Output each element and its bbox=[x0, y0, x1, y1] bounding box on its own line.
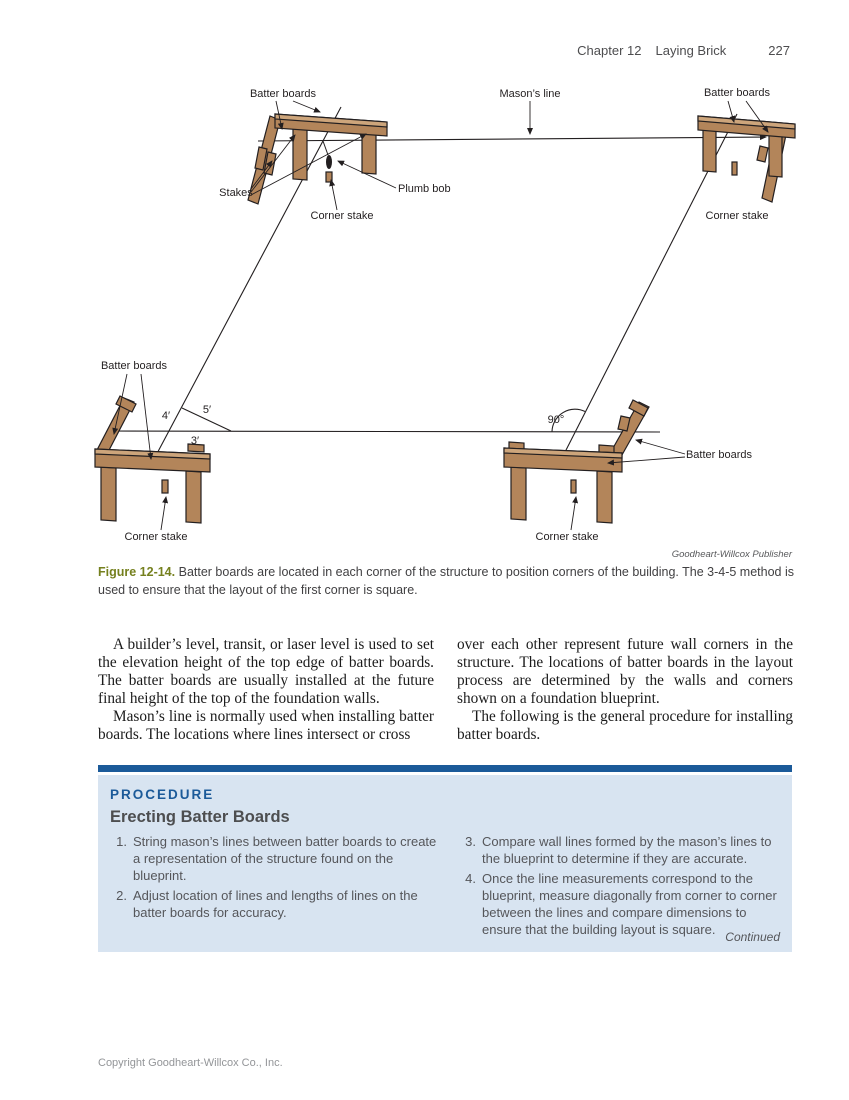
procedure-steps-column-right: 3. Compare wall lines formed by the maso… bbox=[459, 833, 786, 941]
label-stakes: Stakes bbox=[219, 187, 253, 199]
corner-stake-bottom-right bbox=[570, 479, 577, 494]
procedure-steps: 1. String mason’s lines between batter b… bbox=[110, 833, 786, 941]
page-number: 227 bbox=[768, 43, 790, 58]
corner-stake-top-left bbox=[325, 171, 333, 183]
procedure-step: 1. String mason’s lines between batter b… bbox=[110, 833, 437, 884]
label-corner-stake-bottom-left: Corner stake bbox=[125, 531, 188, 543]
label-corner-stake-top-right: Corner stake bbox=[706, 210, 769, 222]
figure-credit: Goodheart-Willcox Publisher bbox=[671, 549, 792, 560]
continued-note: Continued bbox=[725, 930, 780, 944]
figure-12-14-diagram: Batter boards Mason’s line Batter boards… bbox=[94, 87, 796, 543]
batter-board-structure-top-right bbox=[697, 115, 796, 203]
chapter-title: Laying Brick bbox=[655, 43, 727, 58]
step-text: Compare wall lines formed by the mason’s… bbox=[482, 834, 772, 866]
batter-board-structure-bottom-right bbox=[503, 399, 650, 524]
batter-board-structure-top-left bbox=[247, 113, 388, 205]
procedure-steps-column-left: 1. String mason’s lines between batter b… bbox=[110, 833, 437, 941]
leg-stake bbox=[702, 128, 717, 173]
step-text: Once the line measurements correspond to… bbox=[482, 871, 777, 937]
label-batter-boards-top-left: Batter boards bbox=[250, 88, 317, 100]
corner-stake-bottom-left bbox=[161, 479, 169, 494]
leg-stake bbox=[596, 470, 613, 524]
right-angle-arc bbox=[551, 408, 586, 432]
masons-line-left-diagonal bbox=[152, 106, 342, 462]
leg-stake bbox=[768, 132, 783, 178]
procedure-top-bar bbox=[98, 765, 792, 772]
label-batter-boards-bottom-left: Batter boards bbox=[101, 360, 168, 372]
body-paragraph: The following is the general procedure f… bbox=[457, 708, 793, 743]
corner-stake-top-right bbox=[731, 161, 738, 176]
label-dimension-4ft: 4′ bbox=[162, 410, 170, 422]
step-number: 2. bbox=[116, 888, 127, 903]
rail-block bbox=[187, 443, 205, 453]
step-text: Adjust location of lines and lengths of … bbox=[133, 888, 418, 920]
plumb-line bbox=[322, 140, 329, 156]
procedure-panel: PROCEDURE Erecting Batter Boards 1. Stri… bbox=[98, 775, 792, 952]
body-text: A builder’s level, transit, or laser lev… bbox=[98, 636, 794, 744]
procedure-step: 2. Adjust location of lines and lengths … bbox=[110, 887, 437, 921]
rail-top-face bbox=[503, 447, 623, 459]
step-number: 1. bbox=[116, 834, 127, 849]
procedure-kicker: PROCEDURE bbox=[110, 787, 215, 802]
leg-stake bbox=[510, 466, 527, 521]
board-cap bbox=[628, 399, 649, 417]
body-paragraph: Mason’s line is normally used when insta… bbox=[98, 708, 434, 743]
stake bbox=[617, 415, 631, 432]
figure-caption-label: Figure 12-14. bbox=[98, 565, 176, 579]
figure-caption: Figure 12-14. Batter boards are located … bbox=[98, 564, 794, 599]
chapter-number: Chapter 12 bbox=[577, 43, 642, 58]
label-dimension-3ft: 3′ bbox=[191, 435, 199, 447]
stake bbox=[254, 146, 268, 171]
rail-top-face bbox=[274, 113, 388, 128]
callout-arrows bbox=[112, 100, 769, 531]
leg-stake bbox=[100, 466, 117, 522]
body-paragraph: over each other represent future wall co… bbox=[457, 636, 793, 707]
stake bbox=[756, 145, 769, 163]
body-column-left: A builder’s level, transit, or laser lev… bbox=[98, 636, 434, 744]
masons-line-bottom bbox=[106, 430, 661, 433]
procedure-step: 4. Once the line measurements correspond… bbox=[459, 870, 786, 938]
body-paragraph: A builder’s level, transit, or laser lev… bbox=[98, 636, 434, 707]
label-batter-boards-bottom-right: Batter boards bbox=[686, 449, 753, 461]
leg-stake bbox=[361, 130, 377, 175]
masons-line-top bbox=[257, 134, 767, 142]
label-corner-stake-top-left: Corner stake bbox=[311, 210, 374, 222]
triangle-hypotenuse-line bbox=[181, 407, 232, 432]
copyright-line: Copyright Goodheart-Willcox Co., Inc. bbox=[98, 1057, 283, 1069]
figure-caption-text: Batter boards are located in each corner… bbox=[98, 565, 795, 597]
label-masons-line: Mason’s line bbox=[500, 88, 561, 100]
label-dimension-5ft: 5′ bbox=[203, 404, 211, 416]
body-column-right: over each other represent future wall co… bbox=[457, 636, 793, 744]
label-corner-stake-bottom-right: Corner stake bbox=[536, 531, 599, 543]
procedure-step: 3. Compare wall lines formed by the maso… bbox=[459, 833, 786, 867]
plumb-bob-assembly bbox=[322, 140, 332, 169]
label-batter-boards-top-right: Batter boards bbox=[704, 87, 771, 99]
step-text: String mason’s lines between batter boar… bbox=[133, 834, 437, 883]
batter-board-structure-bottom-left bbox=[94, 395, 211, 524]
label-angle-90: 90° bbox=[548, 414, 565, 426]
label-plumb-bob: Plumb bob bbox=[398, 183, 451, 195]
running-head: Chapter 12 Laying Brick 227 bbox=[577, 43, 790, 58]
plumb-bob-weight bbox=[326, 155, 332, 169]
step-number: 3. bbox=[465, 834, 476, 849]
procedure-box: PROCEDURE Erecting Batter Boards 1. Stri… bbox=[98, 765, 792, 952]
step-number: 4. bbox=[465, 871, 476, 886]
leg-stake bbox=[185, 470, 202, 524]
rail-top-face bbox=[697, 115, 796, 130]
procedure-title: Erecting Batter Boards bbox=[110, 808, 290, 826]
